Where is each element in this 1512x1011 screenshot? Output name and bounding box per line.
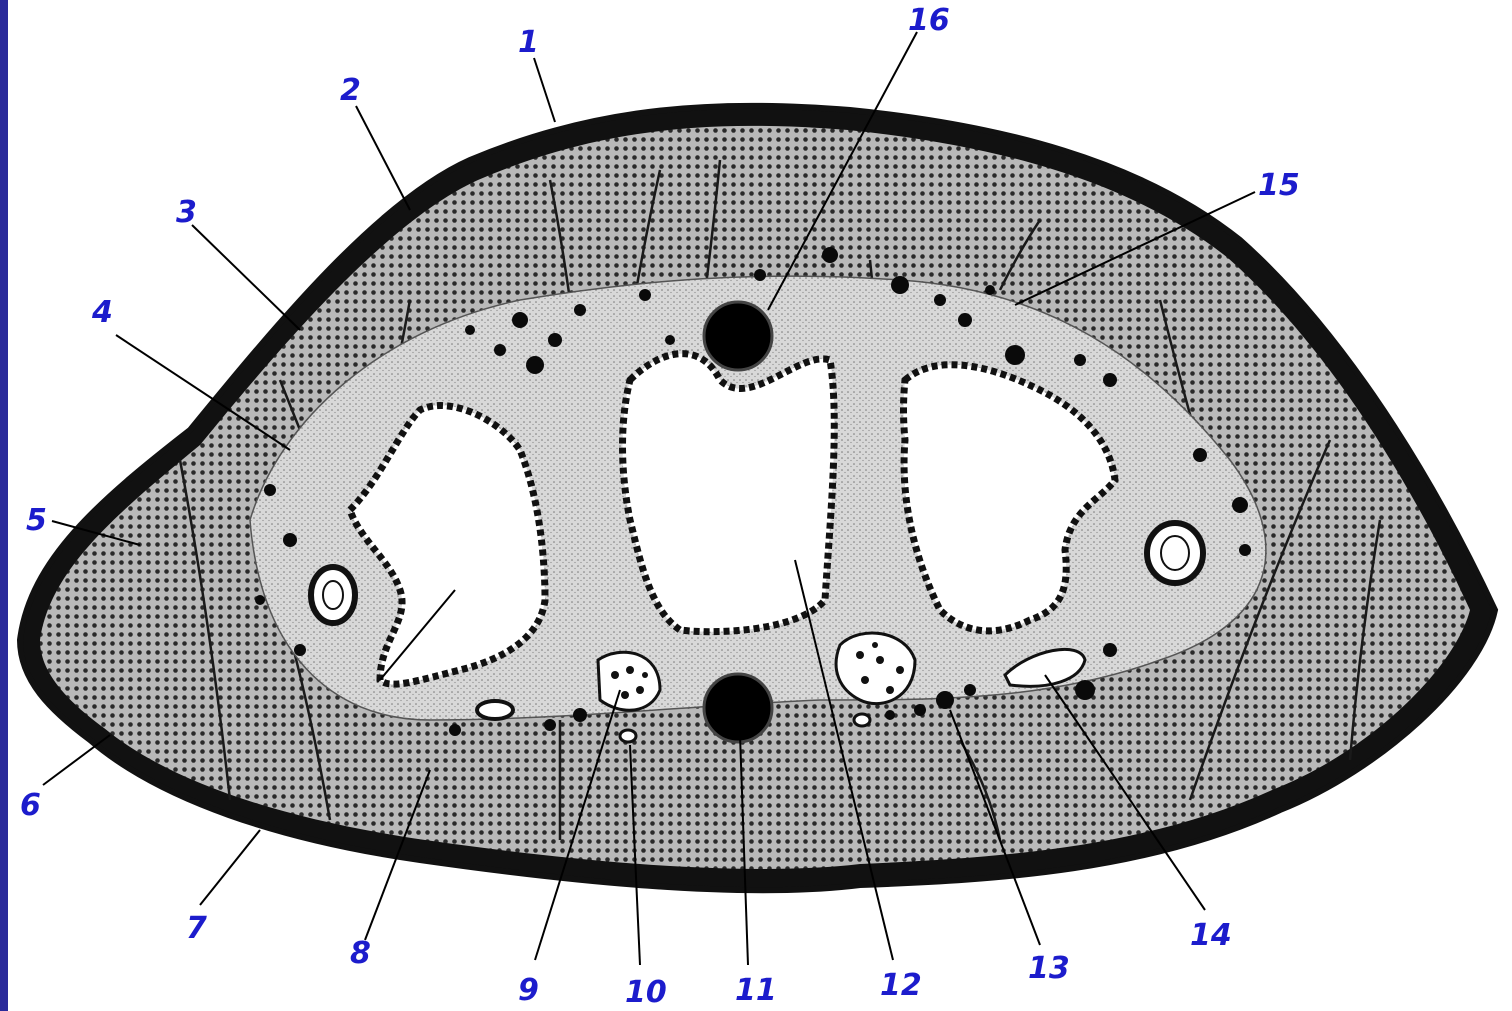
dorsal-nerve-disc (704, 302, 772, 370)
label-14: 14 (1190, 918, 1232, 953)
label-3: 3 (176, 195, 197, 230)
label-9: 9 (518, 973, 539, 1008)
label-13: 13 (1028, 951, 1070, 986)
label-6: 6 (20, 788, 41, 823)
label-8: 8 (350, 936, 371, 971)
ventral-nerve-disc (704, 674, 772, 742)
label-5: 5 (26, 503, 47, 538)
label-2: 2 (340, 73, 361, 108)
frame-strip (0, 0, 8, 1011)
label-10: 10 (625, 975, 667, 1010)
label-12: 12 (880, 968, 922, 1003)
label-1: 1 (518, 25, 539, 60)
label-15: 15 (1258, 168, 1300, 203)
label-7: 7 (186, 911, 207, 946)
label-16: 16 (908, 3, 950, 38)
label-4: 4 (91, 295, 113, 330)
label-11: 11 (735, 973, 777, 1008)
